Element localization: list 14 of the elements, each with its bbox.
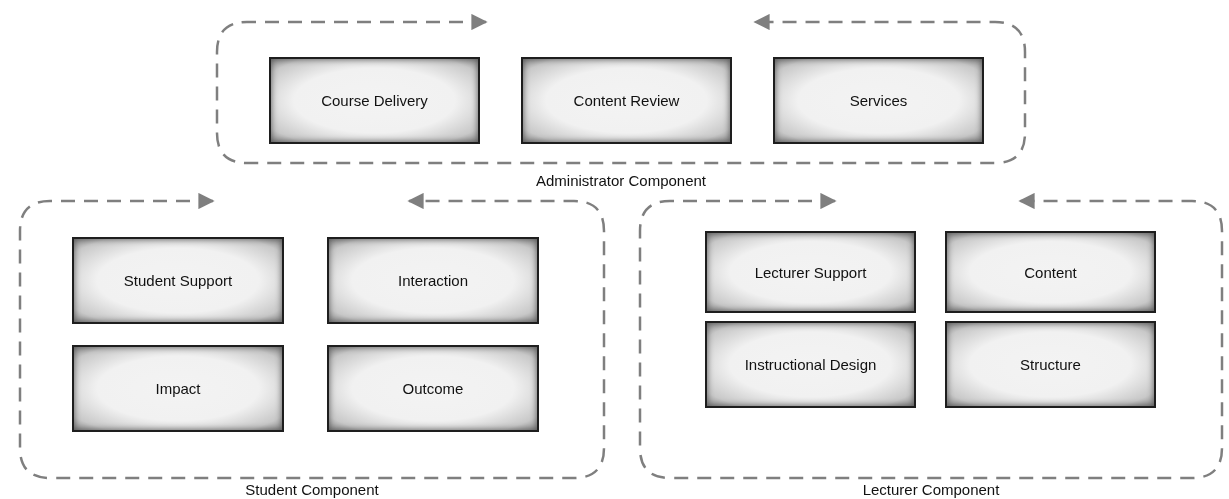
component-box: Student Support: [72, 237, 284, 324]
component-box: Instructional Design: [705, 321, 916, 408]
component-box: Content: [945, 231, 1156, 313]
component-box: Impact: [72, 345, 284, 432]
group-caption: Lecturer Component: [862, 481, 1000, 498]
component-box: Interaction: [327, 237, 539, 324]
component-box: Lecturer Support: [705, 231, 916, 313]
group-caption: Student Component: [245, 481, 379, 498]
component-box: Structure: [945, 321, 1156, 408]
component-box: Services: [773, 57, 984, 144]
group-caption: Administrator Component: [535, 172, 707, 189]
component-box: Course Delivery: [269, 57, 480, 144]
component-box: Outcome: [327, 345, 539, 432]
component-box: Content Review: [521, 57, 732, 144]
